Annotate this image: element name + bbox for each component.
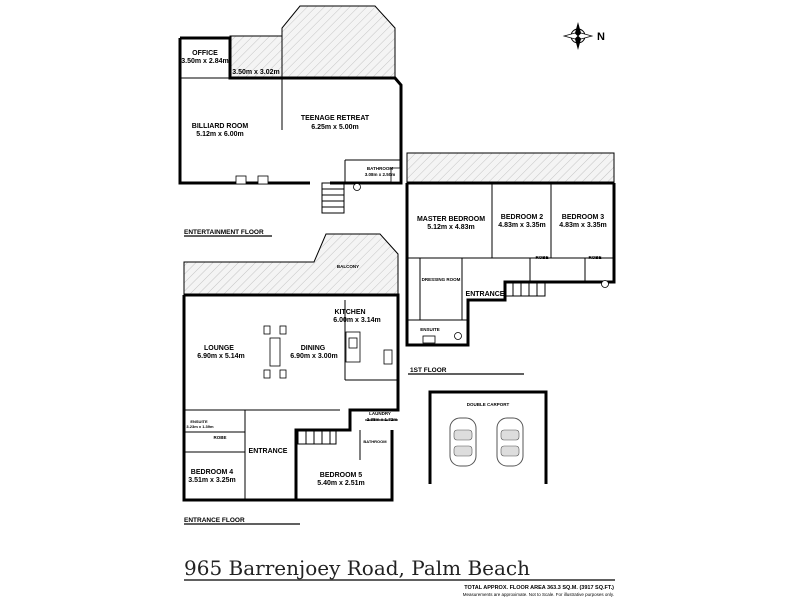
carport-walls [428, 390, 548, 484]
office-size: 3.50m x 2.84m [181, 58, 228, 65]
entrance-robe-label: ROBE [213, 435, 226, 440]
first-robe-1: ROBE [535, 255, 548, 260]
first-floor-deck [406, 152, 615, 184]
first-entrance-label: ENTRANCE [466, 291, 505, 298]
bedroom-4-size: 3.51m x 3.25m [188, 477, 235, 484]
total-floor-area: TOTAL APPROX. FLOOR AREA 363.3 SQ.M. (39… [464, 585, 614, 591]
vanity-fixture [235, 175, 247, 185]
billiard-room-name: BILLIARD ROOM [192, 123, 249, 130]
entrance-stairs [297, 429, 337, 445]
bedroom-4-name: BEDROOM 4 [191, 469, 234, 476]
dressing-room-name: DRESSING ROOM [422, 277, 461, 282]
disclaimer: Measurements are approximate. Not to Sca… [463, 592, 614, 597]
toilet-fixture [601, 280, 609, 288]
first-robe-2: ROBE [588, 255, 601, 260]
laundry-size: 2.38m x 1.72m [367, 417, 398, 422]
entrance-floor-walls [182, 293, 400, 502]
first-floor-plan: MASTER BEDROOM 5.12m x 4.83m BEDROOM 2 4… [405, 152, 616, 375]
compass-north-letter: N [597, 31, 605, 43]
entertainment-walls [180, 36, 403, 185]
bedroom-5-name: BEDROOM 5 [320, 472, 363, 479]
first-floor-stairs [504, 281, 546, 297]
balcony-label: BALCONY [337, 264, 359, 269]
ent-bathroom-name: BATHROOM [367, 166, 393, 171]
cooktop [348, 337, 358, 349]
balcony-deck [183, 233, 399, 296]
bedroom-2-name: BEDROOM 2 [501, 214, 544, 221]
office-name: OFFICE [192, 50, 218, 57]
entertainment-stairs [321, 182, 345, 214]
bedroom-3-size: 4.83m x 3.35m [559, 222, 606, 229]
ensuite-name: ENSUITE [190, 419, 208, 424]
car-icon [496, 417, 524, 467]
first-floor-label: 1ST FLOOR [410, 367, 447, 374]
entertainment-floor-plan: OFFICE 3.50m x 2.84m 3.50m x 3.02m BILLI… [178, 5, 403, 237]
ent-bathroom-size: 3.08m x 2.50m [365, 172, 396, 177]
dining-table [269, 337, 281, 367]
car-icon [449, 417, 477, 467]
entrance-label: ENTRANCE [249, 448, 288, 455]
teenage-retreat-name: TEENAGE RETREAT [301, 115, 370, 122]
entrance-floor-label: ENTRANCE FLOOR [184, 517, 245, 524]
bedroom-2-size: 4.83m x 3.35m [498, 222, 545, 229]
lounge-name: LOUNGE [204, 345, 234, 352]
unnamed-room-size: 3.50m x 3.02m [232, 69, 279, 76]
compass-icon: N [562, 22, 605, 50]
property-address: 965 Barrenjoey Road, Palm Beach [184, 556, 530, 580]
entrance-floor-plan: BALCONY KITCHEN 6.00m x 3.14m LOUNGE 6.9… [182, 233, 400, 525]
lounge-size: 6.90m x 5.14m [197, 353, 244, 360]
double-carport: DOUBLE CARPORT [428, 390, 548, 484]
carport-label: DOUBLE CARPORT [467, 402, 510, 407]
dining-size: 6.90m x 3.00m [290, 353, 337, 360]
first-floor-walls [405, 183, 616, 347]
laundry-name: LAUNDRY [369, 411, 391, 416]
toilet-fixture [353, 183, 361, 191]
teenage-retreat-size: 6.25m x 5.00m [311, 124, 358, 131]
ensuite-size: 3.23m x 1.39m [186, 424, 214, 429]
kitchen-name: KITCHEN [334, 309, 365, 316]
bedroom-5-size: 5.40m x 2.51m [317, 480, 364, 487]
office-deck [229, 35, 283, 79]
entertainment-floor-label: ENTERTAINMENT FLOOR [184, 229, 264, 236]
bedroom-3-name: BEDROOM 3 [562, 214, 605, 221]
teenage-retreat-deck [281, 5, 396, 79]
kitchen-size: 6.00m x 3.14m [333, 317, 380, 324]
small-bathroom-label: BATHROOM [363, 439, 387, 444]
first-ensuite-label: ENSUITE [420, 327, 440, 332]
dining-name: DINING [301, 345, 326, 352]
master-bedroom-name: MASTER BEDROOM [417, 216, 485, 223]
master-bedroom-size: 5.12m x 4.83m [427, 224, 474, 231]
billiard-room-size: 5.12m x 6.00m [196, 131, 243, 138]
